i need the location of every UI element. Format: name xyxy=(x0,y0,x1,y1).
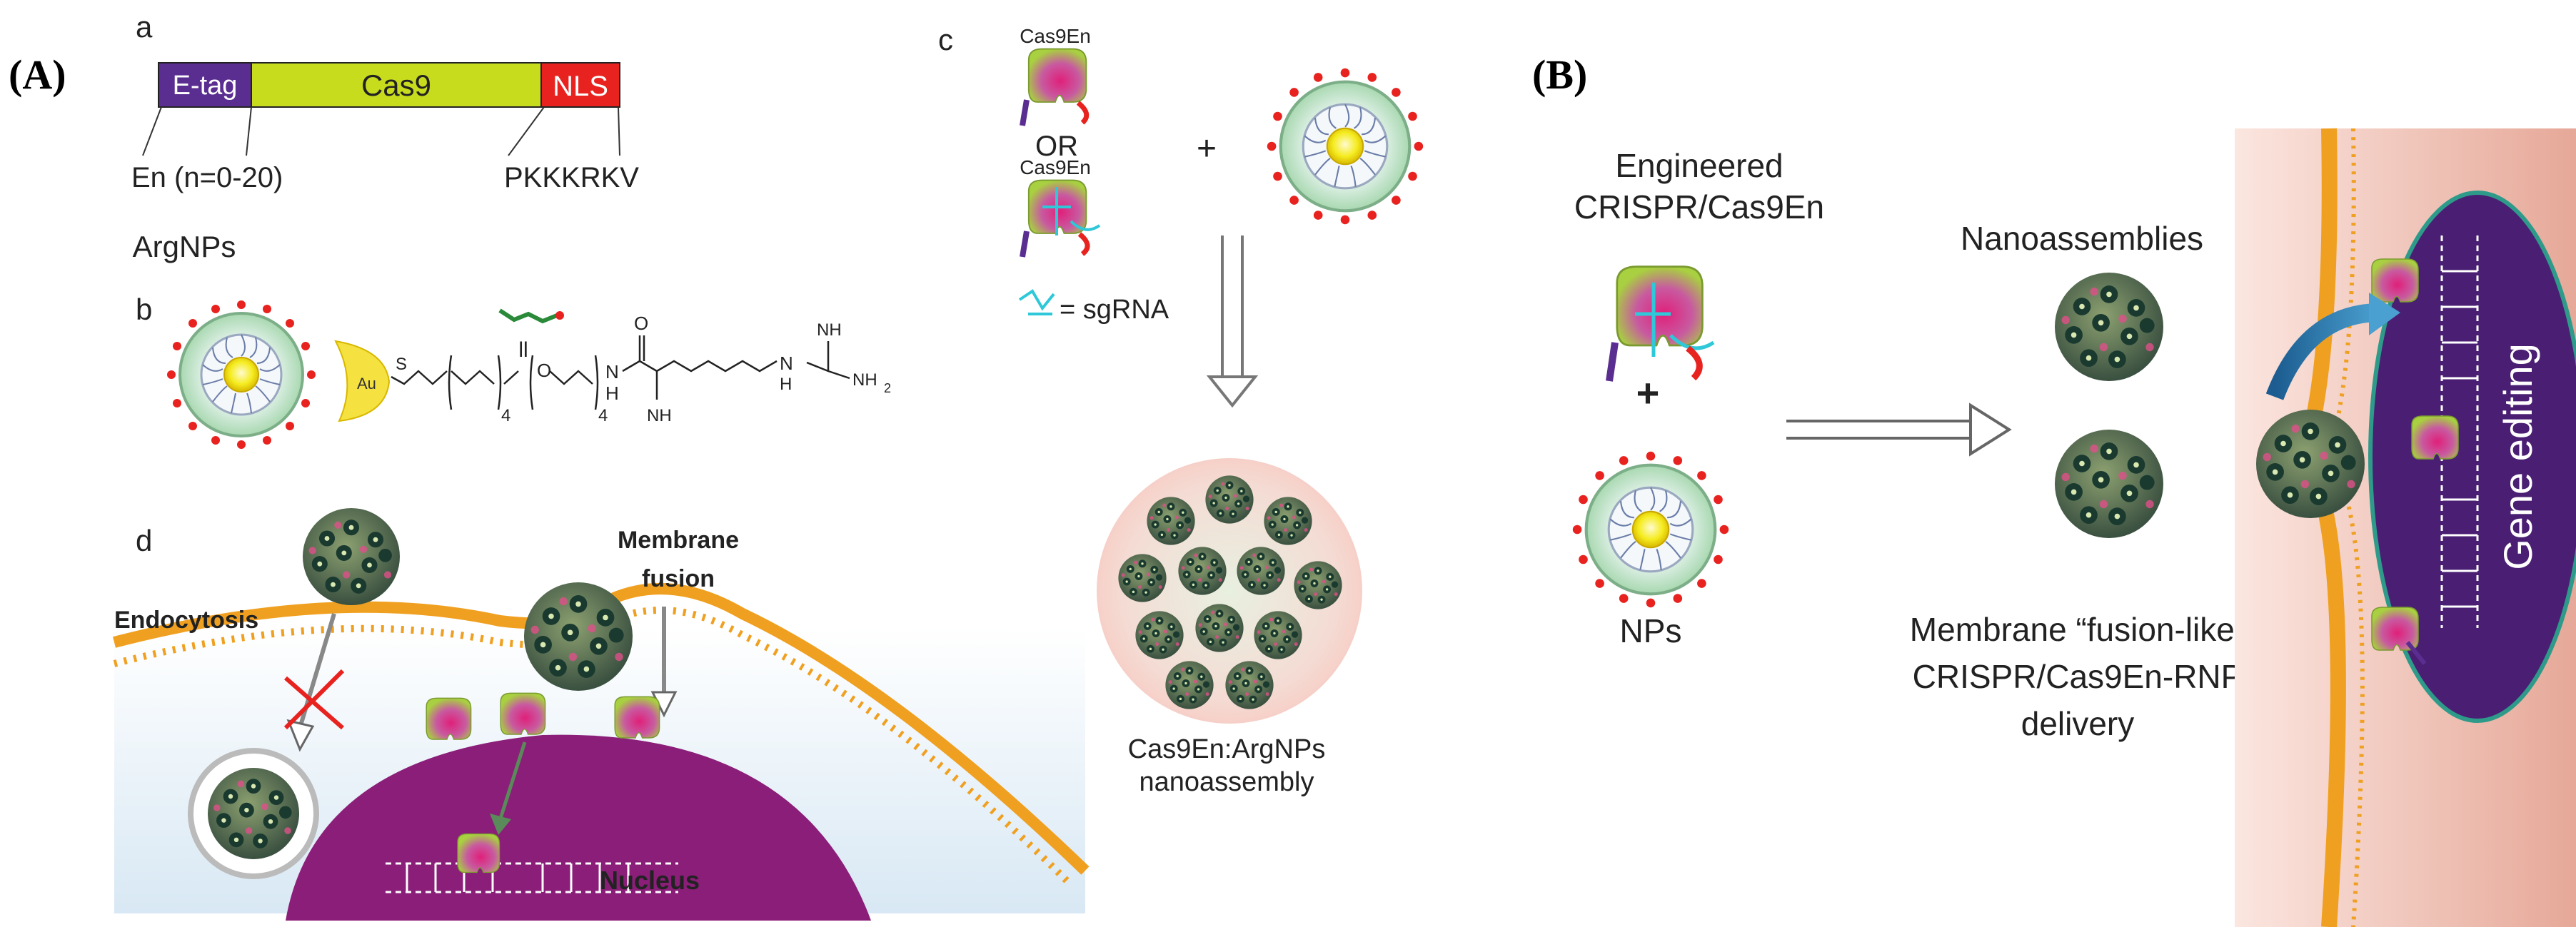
assembly-arrow-shaft xyxy=(1221,235,1244,377)
struct-o: O xyxy=(537,360,551,381)
released-cas9-2 xyxy=(500,692,546,735)
sub-label-a: a xyxy=(136,10,153,44)
endocytosis-arrowhead xyxy=(286,719,315,752)
panel-label-b: (B) xyxy=(1532,51,1587,98)
cas9-label: Cas9 xyxy=(361,69,431,102)
nls-tail-2 xyxy=(1077,232,1090,256)
dna-strand-b xyxy=(2440,235,2479,628)
np-particle-b xyxy=(1573,452,1729,607)
membrane-fusion-label-2: fusion xyxy=(642,565,715,592)
nucleus-b xyxy=(2368,191,2576,723)
plus-c: + xyxy=(1197,130,1217,168)
delivery-label-1: Membrane “fusion-like” xyxy=(1910,611,2245,648)
nanoassemblies-label: Nanoassemblies xyxy=(1961,220,2203,257)
cas9-segment xyxy=(251,62,542,108)
struct-sub2: 2 xyxy=(884,381,891,395)
etag-tail-1 xyxy=(1020,99,1030,126)
en-bracket xyxy=(142,106,252,156)
ligand-head-icon xyxy=(555,311,564,320)
etag-segment xyxy=(158,62,252,108)
panel-label-a: (A) xyxy=(9,51,66,98)
struct-nh-top: NH xyxy=(817,320,842,340)
endocytosis-particle xyxy=(303,508,400,605)
nanoassembly-b-2 xyxy=(2055,430,2163,538)
engineered-label-2: CRISPR/Cas9En xyxy=(1574,188,1824,226)
delivery-arrow-shaft xyxy=(1786,420,1971,440)
nls-label: NLS xyxy=(553,71,608,102)
blocked-cross-icon xyxy=(283,669,345,730)
struct-o2: O xyxy=(634,313,648,334)
struct-nh: NH xyxy=(647,406,672,425)
or-text: OR xyxy=(1035,131,1078,162)
nls-sequence: PKKKRKV xyxy=(504,162,639,193)
engineered-label-1: Engineered xyxy=(1615,147,1783,184)
nls-bracket xyxy=(508,106,620,156)
argnp-particle xyxy=(166,299,317,450)
assembly-arrowhead xyxy=(1206,375,1259,408)
membrane-fusion-label-1: Membrane xyxy=(618,527,739,554)
nuclear-entry-arrow xyxy=(498,741,527,821)
cas9en-label-1: Cas9En xyxy=(1020,25,1091,47)
cas9en-label-2: Cas9En xyxy=(1020,156,1091,178)
engineered-nls-tail xyxy=(1686,345,1703,381)
equals-sign: ll xyxy=(518,338,528,362)
uptake-arrowhead xyxy=(2369,293,2400,335)
struct-nh2: NH xyxy=(852,370,877,390)
etag-tail-b xyxy=(2405,641,2427,665)
released-cas9-3 xyxy=(614,696,660,739)
released-cas9-1 xyxy=(426,697,472,740)
struct-n: N xyxy=(605,361,619,383)
nuclear-entry-arrowhead xyxy=(490,814,511,835)
sub-label-d: d xyxy=(136,524,152,557)
nucleus xyxy=(286,734,871,921)
etag-tail-2 xyxy=(1020,231,1030,258)
chemical-structure xyxy=(391,335,850,410)
sub-label-b: b xyxy=(136,293,152,326)
plus-b: + xyxy=(1636,370,1660,415)
nanoassembly-label-1: Cas9En:ArgNPs xyxy=(1128,734,1326,764)
en-note: En (n=0-20) xyxy=(131,162,283,193)
struct-sub-4b: 4 xyxy=(598,406,608,425)
gene-editing-label: Gene editing xyxy=(2495,343,2540,570)
struct-s: S xyxy=(396,355,407,374)
cas9-b-1 xyxy=(2371,258,2419,303)
argnp-particle-c xyxy=(1267,69,1423,224)
ligand-icon xyxy=(498,308,558,324)
engineered-cas9 xyxy=(1616,265,1704,347)
nucleus-label: Nucleus xyxy=(600,866,700,895)
struct-n2: N xyxy=(780,353,793,374)
endosome-particle xyxy=(208,768,299,859)
cas9-in-nucleus xyxy=(457,833,500,873)
dna-strand xyxy=(386,862,678,893)
uptake-arrow xyxy=(2265,303,2378,400)
nls-tail-1 xyxy=(1076,101,1090,125)
delivery-label-2: CRISPR/Cas9En-RNP xyxy=(1913,658,2243,695)
sgrna-bound xyxy=(1042,187,1101,235)
fusing-nanoassembly xyxy=(2256,410,2365,518)
argnps-title: ArgNPs xyxy=(133,230,236,263)
cas9-b-2 xyxy=(2411,415,2459,460)
gold-label: Au xyxy=(357,375,376,392)
sgrna-legend-icon xyxy=(1018,289,1055,315)
nanoassembly-label-2: nanoassembly xyxy=(1139,767,1314,797)
struct-sub-4a: 4 xyxy=(501,406,510,425)
sgrna-legend: = sgRNA xyxy=(1060,295,1169,325)
delivery-arrowhead xyxy=(1969,402,2012,457)
engineered-etag-tail xyxy=(1606,342,1619,382)
gold-surface xyxy=(334,340,391,422)
nps-label: NPs xyxy=(1620,612,1682,649)
cas9en-protein-1 xyxy=(1027,48,1087,103)
nanoassembly-b-1 xyxy=(2055,273,2163,381)
etag-label: E-tag xyxy=(173,71,238,101)
fusion-particle xyxy=(524,582,633,691)
delivery-label-3: delivery xyxy=(2021,705,2135,742)
nls-segment xyxy=(540,62,620,108)
struct-h: H xyxy=(605,383,619,404)
sub-label-c: c xyxy=(938,23,953,56)
struct-h2: H xyxy=(780,375,792,394)
endocytosis-label: Endocytosis xyxy=(114,607,258,634)
